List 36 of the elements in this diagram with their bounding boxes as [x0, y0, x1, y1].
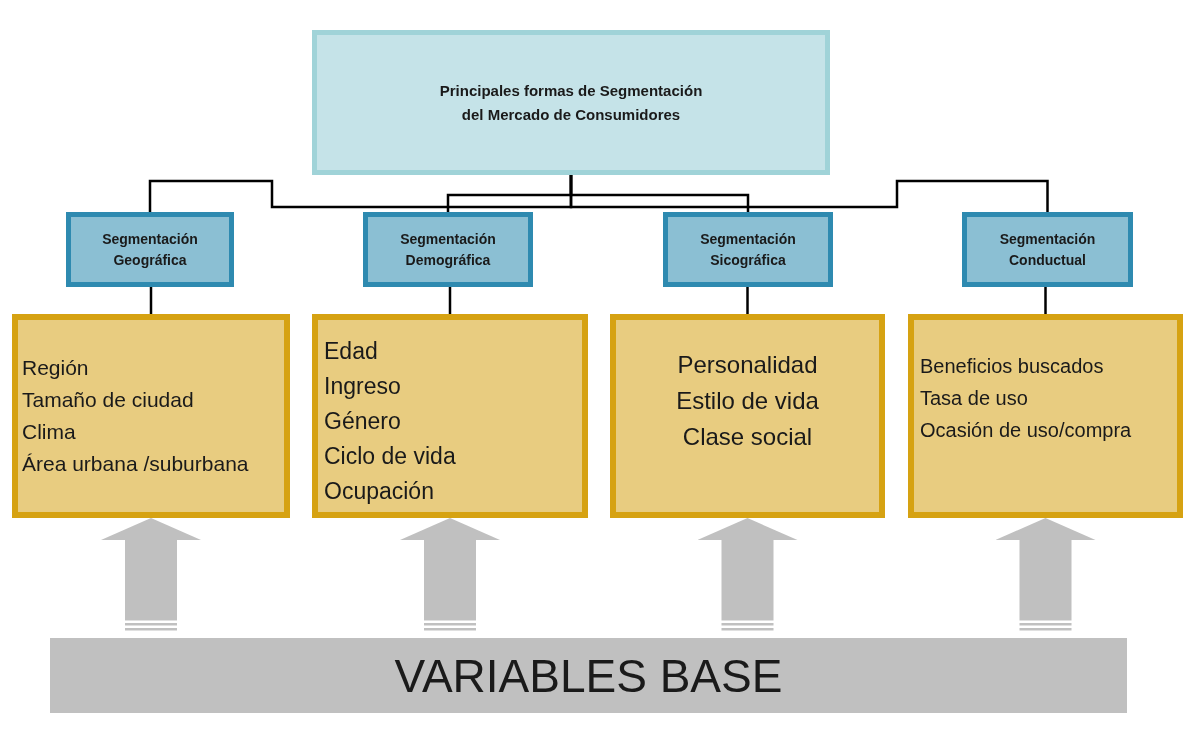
variable-list-box: [312, 314, 588, 518]
list-item: Ciclo de vida: [324, 442, 456, 471]
title-box: [312, 30, 830, 175]
variable-list-box: [908, 314, 1183, 518]
list-item: Clima: [22, 419, 76, 445]
box-heading: Segmentación Geográfica: [101, 229, 199, 270]
bar-label: VARIABLES BASE: [394, 648, 783, 703]
category-box: [363, 212, 533, 287]
list-item: Tamaño de ciudad: [22, 387, 194, 413]
list-item: Región: [22, 355, 89, 381]
box-heading: Segmentación Demográfica: [399, 229, 497, 270]
base-bar: [50, 638, 1127, 713]
list-item: Ingreso: [324, 372, 401, 401]
list-item: Estilo de vida: [676, 386, 819, 416]
list-item: Personalidad: [677, 350, 818, 380]
category-box: [962, 212, 1133, 287]
box-heading: Segmentación Sicográfica: [699, 229, 797, 270]
list-item: Género: [324, 407, 401, 436]
category-box: [66, 212, 234, 287]
list-item: Área urbana /suburbana: [22, 451, 249, 477]
variable-list-box: [610, 314, 885, 518]
connector-line: [1044, 287, 1047, 314]
category-box: [663, 212, 833, 287]
list-item: Ocasión de uso/compra: [920, 418, 1132, 443]
connector-line: [448, 287, 452, 314]
list-item: Edad: [324, 337, 378, 366]
box-heading: Principales formas de Segmentación del Mercado de Consumidores: [438, 81, 704, 125]
box-heading: Segmentación Conductual: [998, 229, 1097, 270]
connector-line: [569, 175, 1049, 212]
list-item: Clase social: [682, 422, 813, 452]
connector-line: [149, 287, 153, 314]
list-item: Tasa de uso: [920, 386, 1028, 411]
list-item: Ocupación: [324, 477, 434, 506]
connector-line: [746, 287, 749, 314]
list-item: Beneficios buscados: [920, 354, 1104, 379]
variable-list-box: [12, 314, 290, 518]
